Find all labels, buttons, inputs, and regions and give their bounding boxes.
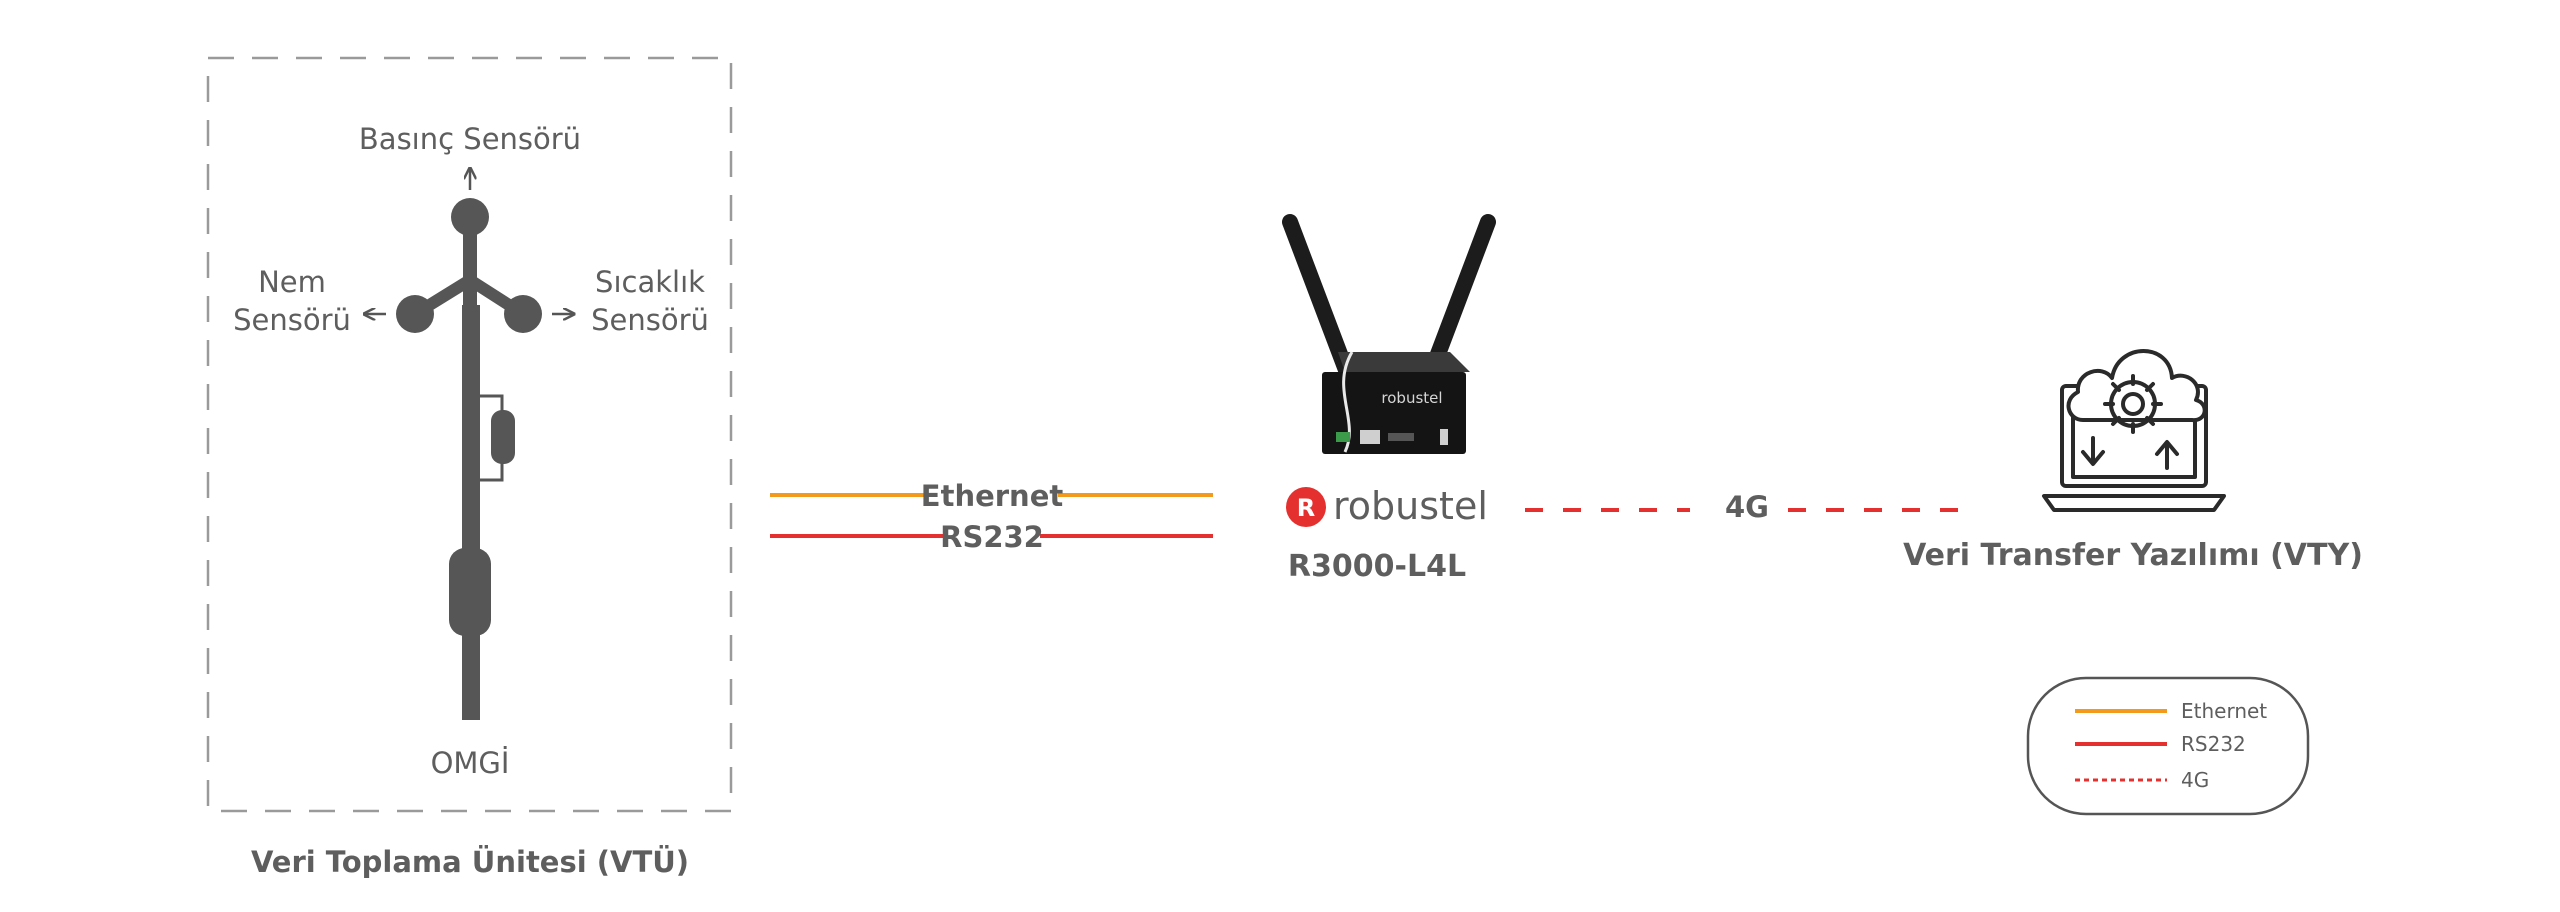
temperature-sensor-label-line1: Sıcaklık <box>595 265 705 299</box>
humidity-sensor-label-line2: Sensörü <box>233 303 351 337</box>
router-device-icon: robustel <box>1282 214 1496 454</box>
software-label: Veri Transfer Yazılımı (VTY) <box>1903 538 2363 573</box>
ethernet-link-label: Ethernet <box>921 479 1064 513</box>
legend-label-4g: 4G <box>2181 768 2209 792</box>
svg-text:R: R <box>1297 494 1315 522</box>
svg-text:robustel: robustel <box>1381 389 1442 407</box>
robustel-logo: R robustel <box>1286 484 1488 528</box>
legend: Ethernet RS232 4G <box>2026 676 2310 816</box>
rs232-link-label: RS232 <box>940 520 1044 554</box>
wired-links: Ethernet RS232 <box>770 479 1213 554</box>
router-brand: robustel <box>1333 484 1488 528</box>
legend-label-ethernet: Ethernet <box>2181 699 2267 723</box>
collector-boundary <box>206 56 733 813</box>
router-model: R3000-L4L <box>1288 549 1466 584</box>
software-group: Veri Transfer Yazılımı (VTY) <box>1903 349 2363 573</box>
temperature-sensor-label-line2: Sensörü <box>591 303 709 337</box>
weather-station-icon <box>396 198 542 720</box>
cellular-link-label: 4G <box>1725 490 1769 524</box>
humidity-sensor-label-line1: Nem <box>258 265 326 299</box>
laptop-cloud-gear-icon <box>2042 349 2226 512</box>
pressure-sensor-label: Basınç Sensörü <box>359 122 581 156</box>
collector-group: Basınç Sensörü Nem Sensörü Sıcaklık Sens… <box>206 56 733 879</box>
station-label: OMGİ <box>431 746 510 780</box>
router-group: robustel R robustel R3000-L4L <box>1282 214 1496 584</box>
cellular-link: 4G <box>1525 490 1975 524</box>
legend-label-rs232: RS232 <box>2181 732 2246 756</box>
collector-caption: Veri Toplama Ünitesi (VTÜ) <box>251 845 689 879</box>
